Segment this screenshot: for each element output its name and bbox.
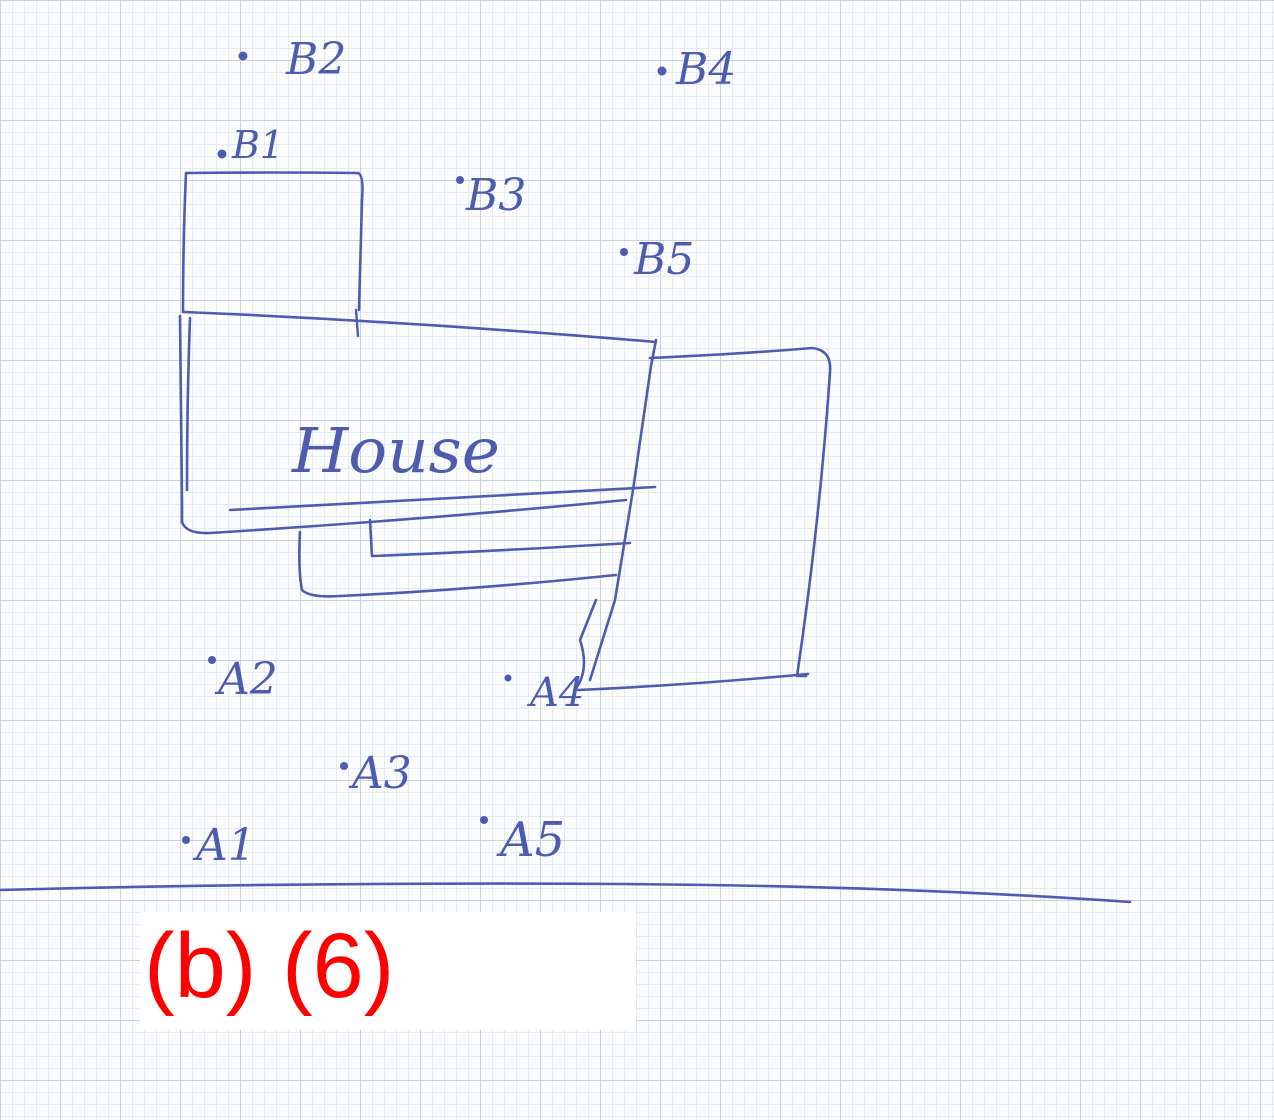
point-b4-dot xyxy=(657,66,667,76)
building-upper-left xyxy=(181,171,364,314)
building-right xyxy=(573,338,832,692)
baseline xyxy=(0,882,1132,904)
building-upper-left-divider xyxy=(354,308,360,338)
point-b3-label: B3 xyxy=(465,170,526,221)
point-a1-dot xyxy=(182,836,190,844)
point-b1-dot xyxy=(217,149,227,159)
point-b2-label: B2 xyxy=(285,34,346,85)
figure-caption: (b) (6) xyxy=(144,915,395,1017)
point-a3-label: A3 xyxy=(348,748,412,799)
point-b1-label: B1 xyxy=(231,123,284,167)
point-b3-dot xyxy=(456,176,464,184)
house-annex xyxy=(298,518,632,598)
point-b5-label: B5 xyxy=(633,234,694,285)
point-a3-dot xyxy=(340,762,348,770)
point-a4-dot xyxy=(504,674,512,682)
caption-box: (b) (6) xyxy=(140,912,636,1030)
point-a2-dot xyxy=(208,656,216,664)
house-label: House xyxy=(291,414,500,487)
house-outline xyxy=(178,310,658,535)
point-b4-label: B4 xyxy=(675,44,736,95)
point-a4-label: A4 xyxy=(526,670,584,716)
point-a5-label: A5 xyxy=(496,812,565,868)
point-b2-dot xyxy=(238,51,248,61)
point-b5-dot xyxy=(620,248,628,256)
point-a2-label: A2 xyxy=(214,654,278,705)
point-a5-dot xyxy=(480,816,488,824)
point-a1-label: A1 xyxy=(192,820,256,871)
